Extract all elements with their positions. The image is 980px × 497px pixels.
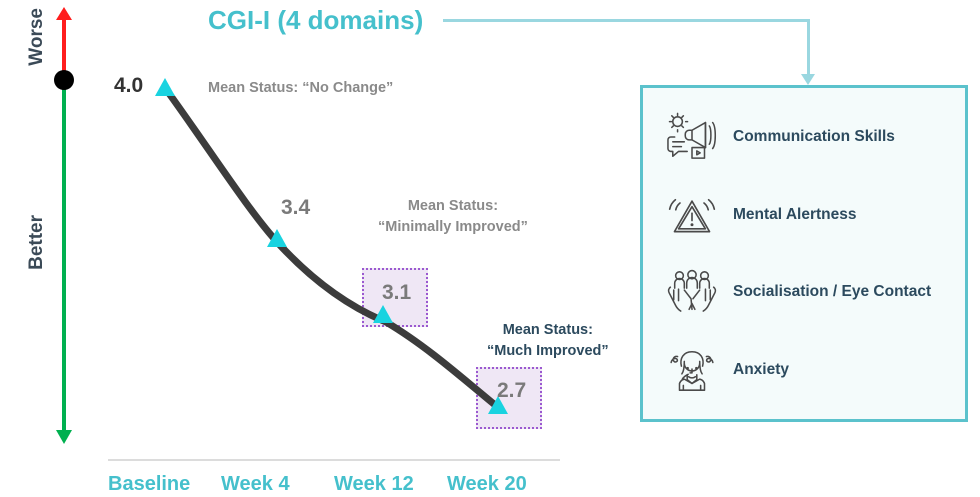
status-note-week12-line1: Mean Status: [407,198,499,214]
x-label-week20: Week 20 [447,473,527,495]
worse-arrow-icon [56,7,72,20]
x-label-baseline: Baseline [108,473,191,495]
worse-axis-line [62,18,66,80]
status-note-baseline: Mean Status: “No Change” [208,80,394,96]
x-label-week12: Week 12 [334,473,414,495]
status-note-week20-line1: Mean Status: [502,322,593,338]
anxious-person-icon [665,343,719,397]
domain-row-socialisation-eye-contact: Socialisation / Eye Contact [643,265,965,319]
marker-week12 [373,305,393,323]
connector-line-horizontal [443,19,810,22]
chart-title: CGI-I (4 domains) [208,5,424,35]
connector-arrow-icon [801,74,815,85]
domain-label-socialisation-eye-contact: Socialisation / Eye Contact [733,283,932,301]
status-note-week20: Mean Status: “Much Improved” [487,320,609,362]
better-arrow-icon [56,430,72,444]
domain-label-communication-skills: Communication Skills [733,127,895,145]
status-note-week20-line2: “Much Improved” [487,343,609,360]
point-value-week12: 3.1 [382,281,412,304]
marker-week4 [267,229,287,247]
x-label-week4: Week 4 [221,473,290,495]
axis-origin-dot-icon [54,70,74,90]
point-value-week4: 3.4 [281,196,311,219]
megaphone-speech-bubble-icon [665,110,719,164]
people-in-hands-icon [665,265,719,319]
marker-baseline [155,78,175,96]
x-axis-rule [108,459,560,461]
domain-row-anxiety: Anxiety [643,343,965,397]
domain-panel: Communication Skills Mental Alertness [640,85,968,422]
domain-row-mental-alertness: Mental Alertness [643,188,965,242]
point-value-baseline: 4.0 [114,74,144,97]
marker-week20 [488,396,508,414]
status-note-week12-line2: “Minimally Improved” [378,219,528,236]
x-axis-labels: Baseline Week 4 Week 12 Week 20 [108,473,568,496]
domain-row-communication-skills: Communication Skills [643,110,965,164]
connector-line-vertical [807,19,810,77]
status-note-week12: Mean Status: “Minimally Improved” [378,196,528,238]
better-axis-line [62,80,66,432]
warning-triangle-alert-icon [665,188,719,242]
domain-label-mental-alertness: Mental Alertness [733,205,857,223]
point-value-week20: 2.7 [497,379,527,402]
domain-label-anxiety: Anxiety [733,361,789,379]
